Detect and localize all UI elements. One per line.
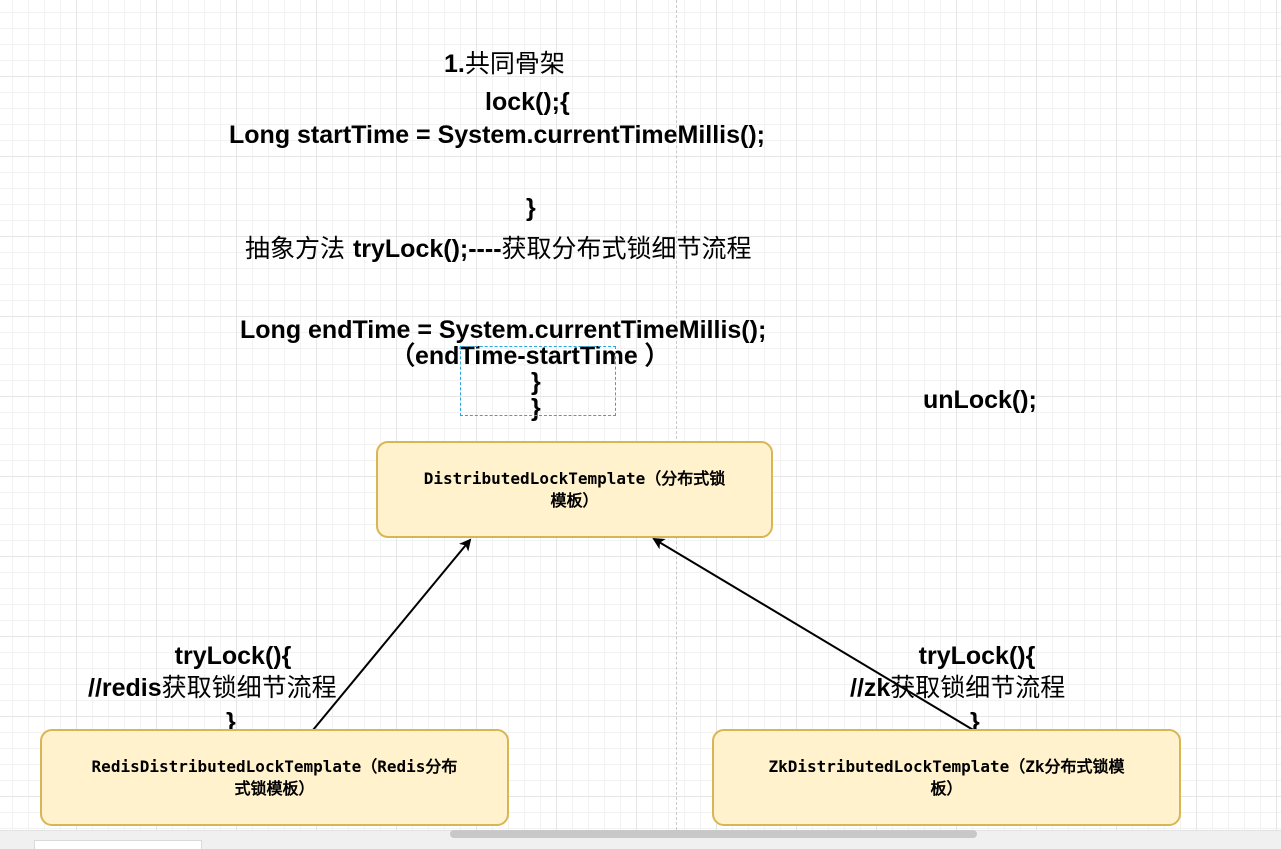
- redis-comment-desc: 获取锁细节流程: [161, 673, 337, 702]
- page-boundary-divider: [676, 0, 677, 830]
- start-time-line[interactable]: Long startTime = System.currentTimeMilli…: [229, 121, 766, 149]
- node-label: RedisDistributedLockTemplate（Redis分布 式锁模…: [92, 756, 458, 800]
- node-label-line2: 模板）: [550, 490, 599, 510]
- lock-method-open[interactable]: lock();{: [485, 88, 570, 116]
- redis-comment-code: //redis: [88, 674, 162, 702]
- heading-text: 共同骨架: [464, 49, 565, 78]
- zk-trylock-comment[interactable]: //zk获取锁细节流程: [850, 673, 1065, 703]
- selection-box[interactable]: [460, 346, 616, 416]
- distributed-lock-template-node[interactable]: DistributedLockTemplate（分布式锁 模板）: [376, 441, 773, 538]
- abstract-label: 抽象方法: [245, 234, 353, 263]
- zk-inherits-edge[interactable]: [652, 537, 976, 732]
- horizontal-scrollbar-thumb[interactable]: [450, 830, 977, 838]
- redis-distributed-lock-template-node[interactable]: RedisDistributedLockTemplate（Redis分布 式锁模…: [40, 729, 509, 826]
- redis-trylock-close[interactable]: }: [226, 708, 236, 736]
- redis-trylock-open[interactable]: tryLock(){: [174, 642, 292, 670]
- end-time-line[interactable]: Long endTime = System.currentTimeMillis(…: [240, 316, 767, 344]
- closing-brace-2[interactable]: }: [531, 394, 541, 422]
- abstract-method-line[interactable]: 抽象方法 tryLock();----获取分布式锁细节流程: [245, 234, 752, 264]
- page-tab[interactable]: [34, 840, 202, 849]
- heading-skeleton[interactable]: 1.共同骨架: [444, 49, 565, 79]
- node-label-line1: ZkDistributedLockTemplate（Zk分布式锁模: [768, 756, 1125, 776]
- node-label: ZkDistributedLockTemplate（Zk分布式锁模 板）: [768, 756, 1124, 800]
- abstract-desc: 获取分布式锁细节流程: [501, 234, 752, 263]
- zk-comment-desc: 获取锁细节流程: [890, 673, 1066, 702]
- zk-trylock-open[interactable]: tryLock(){: [918, 642, 1036, 670]
- node-label-line2: 式锁模板）: [234, 778, 315, 798]
- node-label-line1: DistributedLockTemplate（分布式锁: [423, 468, 726, 488]
- heading-number: 1.: [444, 50, 465, 78]
- unlock-label[interactable]: unLock();: [923, 386, 1037, 414]
- redis-trylock-comment[interactable]: //redis获取锁细节流程: [88, 673, 337, 703]
- node-label: DistributedLockTemplate（分布式锁 模板）: [424, 468, 726, 512]
- closing-brace-1[interactable]: }: [531, 368, 541, 396]
- zk-trylock-close[interactable]: }: [970, 708, 980, 736]
- redis-inherits-edge[interactable]: [312, 538, 472, 731]
- zk-distributed-lock-template-node[interactable]: ZkDistributedLockTemplate（Zk分布式锁模 板）: [712, 729, 1181, 826]
- lock-method-brace[interactable]: }: [526, 194, 536, 222]
- abstract-code: tryLock();----: [352, 235, 502, 263]
- node-label-line2: 板）: [930, 778, 963, 798]
- node-label-line1: RedisDistributedLockTemplate（Redis分布: [91, 756, 458, 776]
- zk-comment-code: //zk: [850, 674, 891, 702]
